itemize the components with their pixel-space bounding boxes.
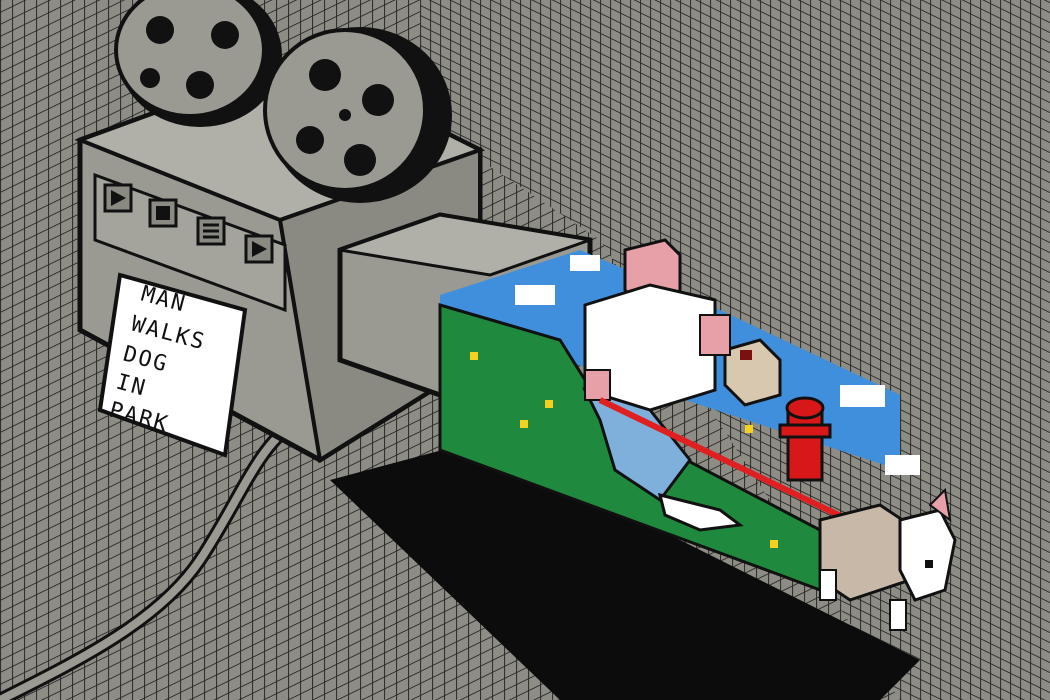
box bbox=[723, 338, 782, 407]
flower bbox=[745, 425, 753, 433]
flower bbox=[470, 352, 478, 360]
cloud bbox=[570, 255, 600, 271]
floor-shadow bbox=[330, 440, 920, 700]
flower bbox=[770, 540, 778, 548]
cloud bbox=[515, 285, 555, 305]
cloud bbox=[840, 385, 885, 407]
play-icon[interactable] bbox=[244, 234, 274, 264]
flower bbox=[545, 400, 553, 408]
film-reel-back bbox=[114, 0, 282, 127]
fire-hydrant bbox=[778, 396, 832, 482]
script-ticket: MAN WALKS DOG IN PARK bbox=[97, 272, 248, 458]
film-reel-front bbox=[263, 27, 452, 203]
leash bbox=[598, 397, 882, 538]
walking-man bbox=[582, 238, 744, 532]
projected-scene bbox=[438, 238, 957, 631]
flower bbox=[520, 420, 528, 428]
dog bbox=[818, 487, 957, 631]
cloud bbox=[885, 455, 920, 475]
control-buttons bbox=[103, 183, 274, 264]
